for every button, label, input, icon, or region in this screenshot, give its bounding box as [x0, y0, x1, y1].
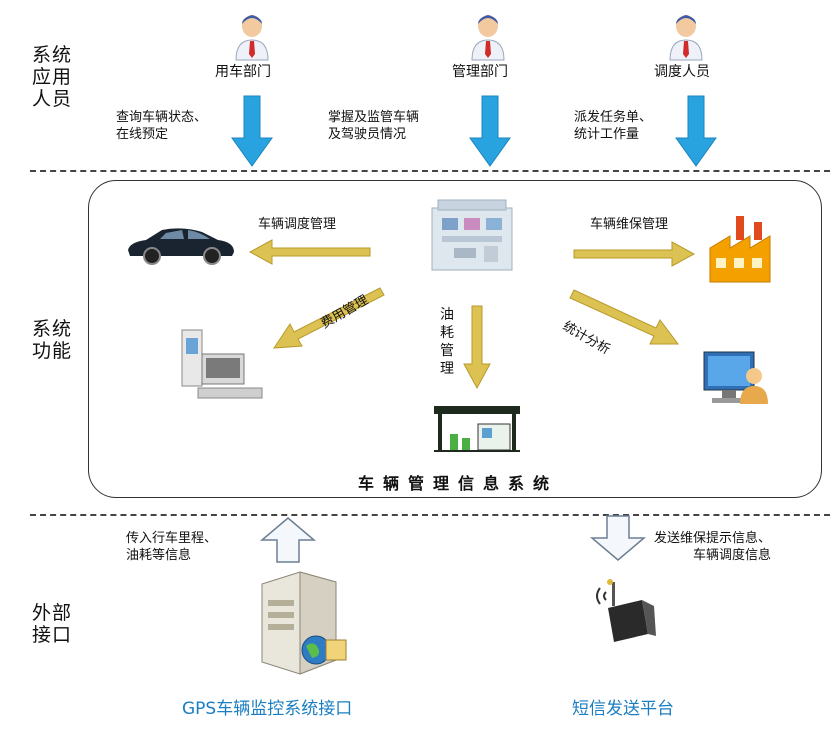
server-icon	[431, 199, 513, 271]
arrow-down-icon	[463, 305, 491, 390]
computer-icon	[181, 329, 263, 399]
user-desc: 派发任务单、 统计工作量	[574, 110, 653, 142]
down-arrow-icon	[231, 95, 273, 167]
arrow-right-icon	[573, 241, 696, 267]
car-icon	[128, 228, 234, 265]
gas-station-icon	[434, 406, 520, 452]
function-label-fuel: 油 耗 管 理	[440, 307, 454, 377]
factory-icon	[709, 216, 771, 283]
gps-server-icon	[261, 571, 347, 675]
user-icon	[669, 15, 703, 61]
arrow-down-left-icon	[273, 287, 385, 349]
user-desc: 掌握及监管车辆 及驾驶员情况	[328, 110, 420, 142]
function-label-maintenance: 车辆维保管理	[590, 217, 669, 232]
section-label-interfaces: 外部 接口	[32, 602, 73, 646]
section-label-functions: 系统 功能	[32, 318, 73, 362]
user-role-label: 调度人员	[654, 64, 710, 80]
sms-platform-link[interactable]: 短信发送平台	[572, 699, 674, 719]
gps-interface-link[interactable]: GPS车辆监控系统接口	[182, 699, 353, 719]
separator-bottom	[30, 514, 830, 516]
user-icon	[471, 15, 505, 61]
router-icon	[596, 579, 656, 642]
separator-top	[30, 170, 830, 172]
arrow-left-icon	[248, 239, 371, 265]
down-arrow-outline-icon	[589, 515, 647, 561]
section-label-users: 系统 应用 人员	[32, 44, 73, 110]
user-icon	[235, 15, 269, 61]
monitor-user-icon	[703, 351, 768, 404]
gps-input-desc: 传入行车里程、 油耗等信息	[126, 531, 218, 563]
system-title: 车辆管理信息系统	[358, 474, 559, 493]
up-arrow-icon	[259, 517, 317, 563]
down-arrow-icon	[469, 95, 511, 167]
arrow-down-right-icon	[569, 289, 679, 345]
user-role-label: 管理部门	[452, 64, 508, 80]
user-role-label: 用车部门	[215, 64, 271, 80]
user-desc: 查询车辆状态、 在线预定	[116, 110, 208, 142]
sms-output-desc: 发送维保提示信息、 车辆调度信息	[654, 531, 772, 563]
down-arrow-icon	[675, 95, 717, 167]
function-label-dispatch: 车辆调度管理	[258, 217, 337, 232]
